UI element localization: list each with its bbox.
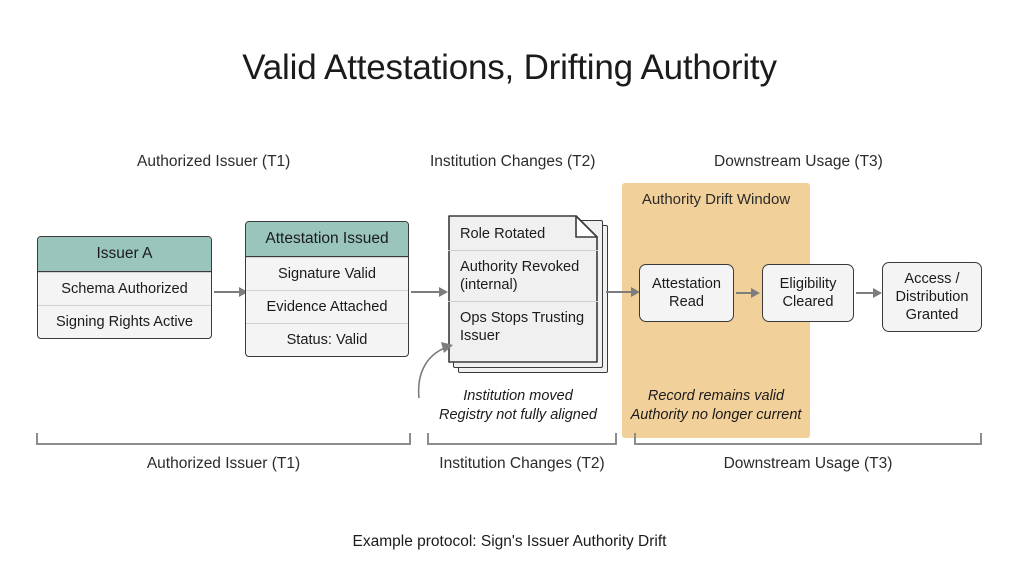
arrow-attestation-read-to-eligibility xyxy=(736,286,760,300)
attestation-read-box[interactable]: Attestation Read xyxy=(639,264,734,322)
side-note-line-2: Registry not fully aligned xyxy=(439,407,597,423)
drift-window-note: Record remains valid Authority no longer… xyxy=(620,387,812,425)
arrow-attestation-to-institution xyxy=(411,285,448,299)
attestation-card-header: Attestation Issued xyxy=(246,222,408,257)
issuer-a-row-schema-authorized: Schema Authorized xyxy=(38,272,211,305)
arrow-eligibility-to-access xyxy=(856,286,882,300)
phase-top-label-t3: Downstream Usage (T3) xyxy=(714,153,883,170)
access-distribution-granted-label: Access / Distribution Granted xyxy=(895,271,969,323)
attestation-row-evidence-attached: Evidence Attached xyxy=(246,290,408,323)
footer-caption: Example protocol: Sign's Issuer Authorit… xyxy=(352,533,667,550)
eligibility-cleared-box[interactable]: Eligibility Cleared xyxy=(762,264,854,322)
access-distribution-granted-box[interactable]: Access / Distribution Granted xyxy=(882,262,982,332)
institution-changes-document[interactable]: Role Rotated Authority Revoked (internal… xyxy=(448,215,616,375)
phase-top-label-t1: Authorized Issuer (T1) xyxy=(137,153,291,170)
phase-top-label-t2: Institution Changes (T2) xyxy=(430,153,596,170)
doc-line-ops-stops-trusting-issuer: Ops Stops Trusting Issuer xyxy=(448,301,598,352)
side-note-line-1: Institution moved xyxy=(463,388,573,404)
bracket-t3 xyxy=(634,432,982,446)
document-front-page xyxy=(448,215,598,363)
attestation-row-signature-valid: Signature Valid xyxy=(246,257,408,290)
phase-bottom-label-t1: Authorized Issuer (T1) xyxy=(146,455,301,472)
doc-line-role-rotated: Role Rotated xyxy=(460,226,546,242)
side-note-institution-moved: Institution moved Registry not fully ali… xyxy=(420,387,616,425)
bracket-t2 xyxy=(427,432,617,446)
drift-note-line-1: Record remains valid xyxy=(647,388,785,404)
issuer-a-card-header: Issuer A xyxy=(38,237,211,272)
phase-bottom-label-t2: Institution Changes (T2) xyxy=(439,455,605,472)
document-text-lines: Role Rotated Authority Revoked (internal… xyxy=(448,215,598,363)
arrow-institution-to-attestation-read xyxy=(606,285,640,299)
attestation-row-status-valid: Status: Valid xyxy=(246,323,408,356)
issuer-a-card[interactable]: Issuer A Schema Authorized Signing Right… xyxy=(37,236,212,339)
phase-bottom-label-t3: Downstream Usage (T3) xyxy=(723,455,893,472)
authority-drift-window-label: Authority Drift Window xyxy=(641,191,791,208)
drift-note-line-2: Authority no longer current xyxy=(630,407,802,423)
attestation-issued-card[interactable]: Attestation Issued Signature Valid Evide… xyxy=(245,221,409,357)
curved-arrow-side-note-to-document xyxy=(413,338,465,400)
doc-line-authority-revoked: Authority Revoked (internal) xyxy=(448,250,598,301)
attestation-read-label: Attestation Read xyxy=(652,276,721,310)
bracket-t1 xyxy=(36,432,411,446)
page-title: Valid Attestations, Drifting Authority xyxy=(242,48,777,87)
issuer-a-row-signing-rights-active: Signing Rights Active xyxy=(38,305,211,338)
arrow-issuer-to-attestation xyxy=(214,285,248,299)
eligibility-cleared-label: Eligibility Cleared xyxy=(779,276,837,310)
